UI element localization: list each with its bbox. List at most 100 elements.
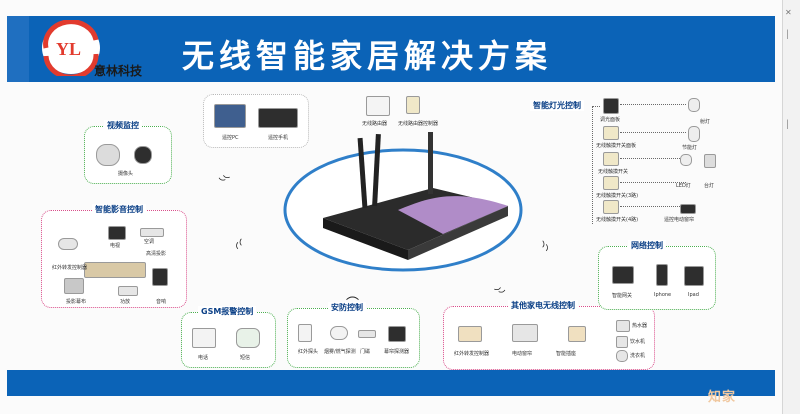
- side-panel-edge: ✕ │ │: [782, 0, 800, 414]
- door-sensor-icon: [358, 330, 376, 338]
- slide-canvas: YL 意林科技 无线智能家居解决方案 无线路由器 无线路由器控制器 遥控PC 遥…: [7, 16, 775, 405]
- gsm-title: GSM报警控制: [198, 306, 257, 317]
- water-heater-label: 热水器: [632, 323, 648, 329]
- led-lamp-icon: [680, 154, 692, 166]
- door-label: 门磁: [360, 349, 371, 355]
- camera-icon: [96, 144, 120, 166]
- video-title: 视频监控: [104, 120, 142, 131]
- router-small-icon: [366, 96, 390, 116]
- ipad-icon: [684, 266, 704, 286]
- router-label: 无线路由器: [362, 121, 388, 127]
- company-name: 意林科技: [94, 64, 143, 78]
- camera-label: 摄像头: [118, 171, 134, 177]
- router-controller-icon: [406, 96, 420, 114]
- telephone-label: 电话: [198, 355, 209, 361]
- iphone-icon: [656, 264, 668, 286]
- header-banner-inner: [29, 16, 775, 82]
- ir-sensor-label: 红外探头: [298, 349, 319, 355]
- gateway-icon: [612, 266, 634, 284]
- wifi-icon-5: ◝◝: [534, 238, 552, 257]
- sms-label: 短信: [240, 355, 251, 361]
- wifi-icon-3: ︵: [346, 288, 360, 303]
- curtain-detector-label: 幕帘探测器: [384, 349, 410, 355]
- curtain-motor-label: 遥控电动窗帘: [664, 217, 695, 223]
- smoke-detector-icon: [330, 326, 348, 340]
- projector-label: 高清投影: [146, 251, 167, 257]
- header-banner: [7, 16, 775, 82]
- touch-panel-4-label: 无线触摸开关(4路): [596, 217, 639, 223]
- camera-icon-2: [134, 146, 152, 164]
- iphone-label: Iphone: [654, 292, 672, 298]
- gateway-label: 智能网关: [612, 293, 633, 299]
- ipad-label: Ipad: [688, 292, 699, 298]
- touch-panel-1-icon: [603, 126, 619, 140]
- screen-label: 投影幕布: [66, 299, 87, 305]
- ir-controller-label: 红外转发控制器: [52, 265, 88, 271]
- electric-curtain-icon: [512, 324, 538, 342]
- theater-title: 智能影音控制: [92, 204, 146, 215]
- remote-pc-label: 遥控PC: [222, 135, 239, 141]
- lighting-link-4: [620, 182, 686, 183]
- energy-lamp-icon: [688, 126, 700, 142]
- amplifier-icon: [118, 286, 138, 296]
- energy-lamp-label: 节能灯: [682, 145, 698, 151]
- company-logo: YL: [42, 20, 100, 76]
- wifi-icon-4: ◞◞: [492, 278, 510, 297]
- lighting-top-line: [592, 106, 600, 107]
- watermark: 知家: [708, 390, 737, 405]
- page-title: 无线智能家居解决方案: [182, 37, 553, 75]
- spotlight-icon: [688, 98, 700, 112]
- table-lamp-label: 台灯: [704, 183, 715, 189]
- smoke-label: 烟雾/燃气探测: [324, 349, 356, 355]
- dimmer-panel-icon: [603, 98, 619, 114]
- lighting-link-1: [620, 104, 686, 105]
- led-lamp-label: LED灯: [676, 183, 691, 189]
- touch-panel-1-label: 无线触摸开关面板: [596, 143, 637, 149]
- tv-label: 电视: [110, 243, 121, 249]
- ir-controller-icon: [58, 238, 78, 250]
- touch-panel-2-icon: [603, 152, 619, 166]
- ac-icon: [140, 228, 164, 237]
- table-lamp-icon: [704, 154, 716, 168]
- dispenser-label: 饮水机: [630, 339, 646, 345]
- lighting-title: 智能灯光控制: [530, 100, 584, 111]
- dimmer-label: 调光面板: [600, 117, 621, 123]
- lighting-line: [592, 106, 593, 224]
- ir-sensor-icon: [298, 324, 312, 342]
- touch-panel-3-label: 无线触摸开关(3路): [596, 193, 639, 199]
- remote-phone-label: 遥控手机: [268, 135, 289, 141]
- lighting-link-2: [620, 132, 686, 133]
- amplifier-label: 功放: [120, 299, 131, 305]
- lighting-link-5: [620, 206, 680, 207]
- electric-curtain-label: 电动窗帘: [512, 351, 533, 357]
- wifi-icon-2: ◜◜: [232, 236, 250, 255]
- router-illustration: [283, 132, 523, 272]
- appliance-title: 其他家电无线控制: [508, 300, 578, 311]
- touch-panel-2-label: 无线触摸开关: [598, 169, 629, 175]
- washer-label: 洗衣机: [630, 353, 646, 359]
- sms-icon: [236, 328, 260, 348]
- dispenser-icon: [616, 336, 628, 348]
- washer-icon: [616, 350, 628, 362]
- router-controller-label: 无线路由器控制器: [398, 121, 439, 127]
- smart-socket-icon: [568, 326, 586, 342]
- spotlight-label: 射灯: [700, 119, 711, 125]
- security-title: 安防控制: [328, 302, 366, 313]
- speaker-icon: [152, 268, 168, 286]
- ac-label: 空调: [144, 239, 155, 245]
- lighting-link-3: [620, 158, 686, 159]
- telephone-icon: [192, 328, 216, 348]
- curtain-detector-icon: [388, 326, 406, 342]
- wifi-icon-1: ◟◟: [214, 166, 232, 185]
- curtain-motor-icon: [680, 204, 696, 214]
- appliance-ir-label: 红外转发控制器: [454, 351, 490, 357]
- water-heater-icon: [616, 320, 630, 332]
- projector-screen-icon: [64, 278, 84, 294]
- touch-panel-3-icon: [603, 176, 619, 190]
- sofa-icon: [84, 262, 146, 278]
- theater-box: [41, 210, 187, 308]
- footer-bar: [7, 370, 775, 396]
- tv-icon: [108, 226, 126, 240]
- smart-socket-label: 智能插座: [556, 351, 577, 357]
- laptop-icon: [214, 104, 246, 128]
